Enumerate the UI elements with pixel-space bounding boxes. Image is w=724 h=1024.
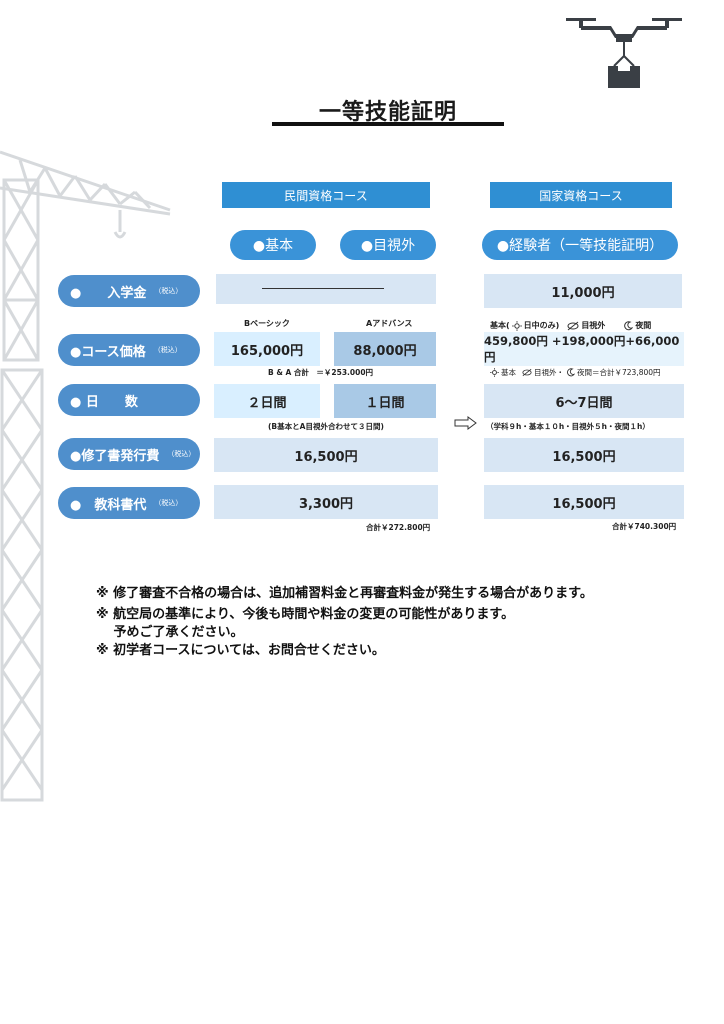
certificate-private-cell: 16,500円: [214, 438, 438, 472]
eye-slash-icon: [522, 368, 532, 377]
row-label-text: ● 教科書代: [70, 497, 147, 513]
row-label-textbook: ● 教科書代 （税込）: [58, 487, 200, 519]
moon-icon: [624, 320, 634, 330]
note-3: 予めご了承ください。: [96, 625, 244, 640]
crane-illustration: [0, 150, 171, 802]
basic-pill: ●基本: [230, 230, 316, 260]
ba-total: B & A 合計 ＝￥253.000円: [268, 368, 374, 377]
national-head-night: 夜間: [635, 321, 652, 330]
row-label-text: ● 入学金: [70, 285, 147, 301]
sun-icon: [511, 320, 522, 331]
basic-price-cell: 165,000円: [214, 332, 320, 366]
textbook-national-cell: 16,500円: [484, 485, 684, 519]
national-days-note: （学科９h・基本１０h・目視外５h・夜間１h）: [486, 422, 650, 431]
national-total-visual: 目視外・: [534, 368, 564, 377]
row-label-text: ●コース価格: [70, 344, 146, 360]
national-course-header: 国家資格コース: [490, 182, 672, 208]
tax-note: （税込）: [154, 287, 183, 295]
row-label-text: ● 日 数: [70, 394, 138, 410]
private-course-header: 民間資格コース: [222, 182, 430, 208]
national-total-basic: 基本: [501, 368, 516, 377]
title-underline: [272, 122, 504, 126]
tax-note: （税込）: [153, 346, 182, 354]
page-title: 一等技能証明: [318, 100, 457, 125]
advance-days-cell: １日間: [334, 384, 436, 418]
eye-slash-icon: [567, 321, 579, 330]
dash-line: [262, 288, 384, 289]
moon-icon: [567, 368, 575, 377]
national-total-line: 基本 目視外・ 夜間＝合計￥723,800円: [490, 367, 661, 378]
certificate-national-cell: 16,500円: [484, 438, 684, 472]
row-label-admission: ● 入学金 （税込）: [58, 275, 200, 307]
national-head-basic: 基本(: [490, 321, 510, 330]
note-2: ※ 航空局の基準により、今後も時間や料金の変更の可能性があります。: [96, 607, 515, 622]
sun-icon: [490, 368, 499, 377]
row-label-text: ●修了書発行費: [70, 448, 160, 464]
textbook-private-cell: 3,300円: [214, 485, 438, 519]
basic-column-head: Bベーシック: [244, 319, 290, 328]
drone-with-package-icon: [566, 18, 682, 88]
advance-column-head: Aアドバンス: [366, 319, 413, 328]
national-head-visual: 目視外: [581, 321, 606, 330]
row-label-certificate: ●修了書発行費 （税込）: [58, 438, 200, 470]
advance-price-cell: 88,000円: [334, 332, 436, 366]
admission-private-cell: [216, 274, 436, 304]
note-1: ※ 修了審査不合格の場合は、追加補習料金と再審査料金が発生する場合があります。: [96, 586, 593, 601]
national-total: 合計￥740.300円: [612, 522, 677, 531]
row-label-days: ● 日 数: [58, 384, 200, 416]
admission-national-cell: 11,000円: [484, 274, 682, 308]
private-days-note: (B基本とA目視外合わせて３日間): [268, 422, 384, 431]
visual-pill: ●目視外: [340, 230, 436, 260]
note-4: ※ 初学者コースについては、お問合せください。: [96, 643, 385, 658]
row-label-course-price: ●コース価格 （税込）: [58, 334, 200, 366]
private-total: 合計￥272.800円: [366, 523, 431, 532]
tax-note: （税込）: [154, 499, 183, 507]
national-total-night: 夜間＝合計￥723,800円: [577, 368, 661, 377]
experienced-pill: ●経験者（一等技能証明）: [482, 230, 678, 260]
basic-days-cell: ２日間: [214, 384, 320, 418]
national-days-cell: 6〜7日間: [484, 384, 684, 418]
national-price-head: 基本( 日中のみ) 目視外 夜間: [490, 320, 651, 331]
national-price-cell: 459,800円 +198,000円+66,000円: [484, 332, 684, 366]
tax-note: （税込）: [167, 450, 196, 458]
right-arrow-icon: [454, 416, 477, 430]
national-head-day: 日中のみ): [523, 321, 560, 330]
